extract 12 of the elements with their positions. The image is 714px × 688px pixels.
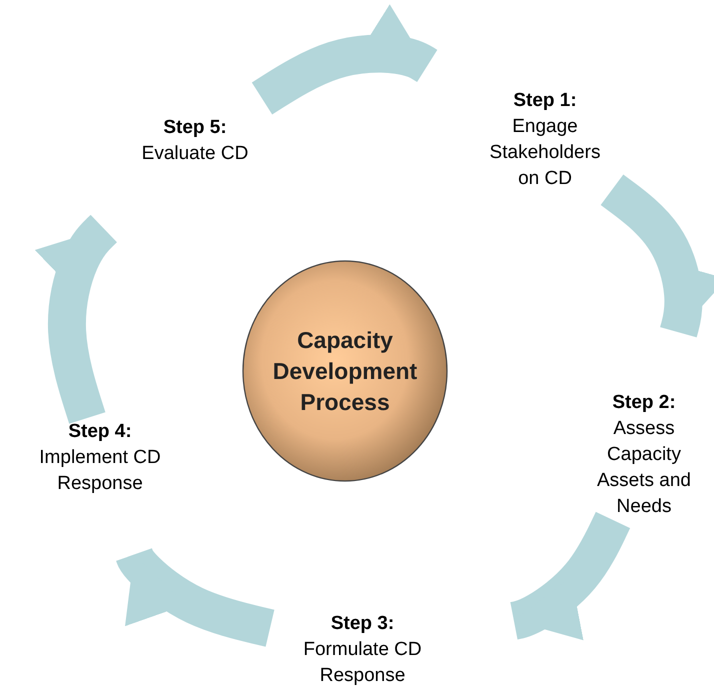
step-description: Implement CD Response	[38, 446, 162, 496]
step-heading: Step 2:	[612, 391, 676, 415]
step-description: Engage Stakeholders on CD	[488, 115, 602, 191]
curved-arrow	[34, 214, 119, 424]
step-heading: Step 1:	[513, 89, 577, 113]
step-description: Assess Capacity Assets and Needs	[596, 417, 692, 519]
step-heading: Step 5:	[163, 116, 227, 140]
step-description: Formulate CD Response	[302, 638, 423, 688]
step-description: Evaluate CD	[142, 142, 248, 166]
process-title: Capacity Development Process	[272, 326, 418, 416]
step-heading: Step 4:	[68, 420, 132, 444]
step-heading: Step 3:	[330, 612, 394, 636]
